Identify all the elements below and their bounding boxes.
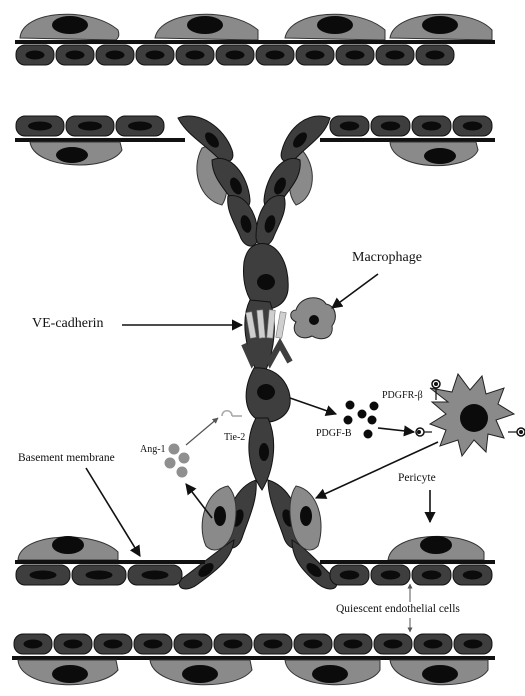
middle-upper-vessel xyxy=(15,116,495,205)
endothelial-nucleus xyxy=(304,640,323,649)
endothelial-nucleus xyxy=(142,571,169,580)
endothelial-nucleus xyxy=(186,51,205,60)
macrophage-cell xyxy=(291,298,336,339)
endothelial-nucleus xyxy=(24,640,43,649)
endothelial-nucleus xyxy=(381,571,401,580)
pdgf-b-release-arrow xyxy=(290,398,336,414)
bottom-vessel xyxy=(12,634,495,685)
ang-1-molecules xyxy=(165,444,190,478)
pericyte-cell xyxy=(430,374,514,456)
macrophage-arrow xyxy=(332,274,378,308)
endothelial-nucleus xyxy=(184,640,203,649)
ang-1-source-arrow xyxy=(186,484,212,518)
endothelial-nucleus xyxy=(106,51,125,60)
endothelial-nucleus xyxy=(30,571,57,580)
endothelial-nucleus xyxy=(346,51,365,60)
endothelial-nucleus xyxy=(266,51,285,60)
endothelial-nucleus xyxy=(463,122,483,131)
endothelial-nucleus xyxy=(340,122,360,131)
label-tie-2: Tie-2 xyxy=(224,432,245,443)
endothelial-nucleus xyxy=(306,51,325,60)
endothelial-nucleus xyxy=(463,571,483,580)
endothelial-nucleus xyxy=(344,640,363,649)
middle-lower-vessel xyxy=(15,536,495,585)
top-endothelial-layer xyxy=(16,45,454,65)
endothelial-nucleus xyxy=(381,122,401,131)
endothelial-nucleus xyxy=(28,122,52,131)
endothelial-nucleus xyxy=(144,640,163,649)
middle-lower-endothelial-layer xyxy=(16,565,492,585)
top-pericyte-cells xyxy=(20,14,492,40)
endothelial-nucleus xyxy=(340,571,360,580)
label-ve-cadherin: VE-cadherin xyxy=(32,316,104,332)
endothelial-nucleus xyxy=(264,640,283,649)
endothelial-nucleus xyxy=(384,640,403,649)
label-ang-1: Ang-1 xyxy=(140,444,166,455)
label-pdgf-b: PDGF-B xyxy=(316,428,352,439)
endothelial-nucleus xyxy=(422,571,442,580)
lower-sprout-pericytes xyxy=(202,486,321,550)
endothelial-nucleus xyxy=(426,51,445,60)
endothelial-nucleus xyxy=(146,51,165,60)
label-pericyte: Pericyte xyxy=(398,472,436,484)
tie-2-receptor xyxy=(222,411,242,416)
label-pdgfr-beta: PDGFR-β xyxy=(382,390,423,401)
endothelial-nucleus xyxy=(128,122,152,131)
endothelial-nucleus xyxy=(26,51,45,60)
pericyte-to-sprout-arrow xyxy=(316,442,438,498)
endothelial-nucleus xyxy=(224,640,243,649)
endothelial-nucleus xyxy=(64,640,83,649)
label-quiescent-endothelial-cells: Quiescent endothelial cells xyxy=(336,603,460,615)
tie-2-arrow xyxy=(186,418,218,445)
endothelial-nucleus xyxy=(386,51,405,60)
endothelial-nucleus xyxy=(66,51,85,60)
endothelial-nucleus xyxy=(424,640,443,649)
top-vessel xyxy=(15,14,495,65)
endothelial-nucleus xyxy=(422,122,442,131)
middle-upper-endothelial-layer xyxy=(16,116,492,136)
bottom-endothelial-layer xyxy=(14,634,492,654)
endothelial-nucleus xyxy=(78,122,102,131)
label-basement-membrane: Basement membrane xyxy=(18,452,115,464)
endothelial-nucleus xyxy=(104,640,123,649)
label-macrophage: Macrophage xyxy=(352,250,422,266)
pdgf-b-binding-arrow xyxy=(378,428,414,432)
endothelial-nucleus xyxy=(86,571,113,580)
endothelial-nucleus xyxy=(464,640,483,649)
endothelial-nucleus xyxy=(226,51,245,60)
